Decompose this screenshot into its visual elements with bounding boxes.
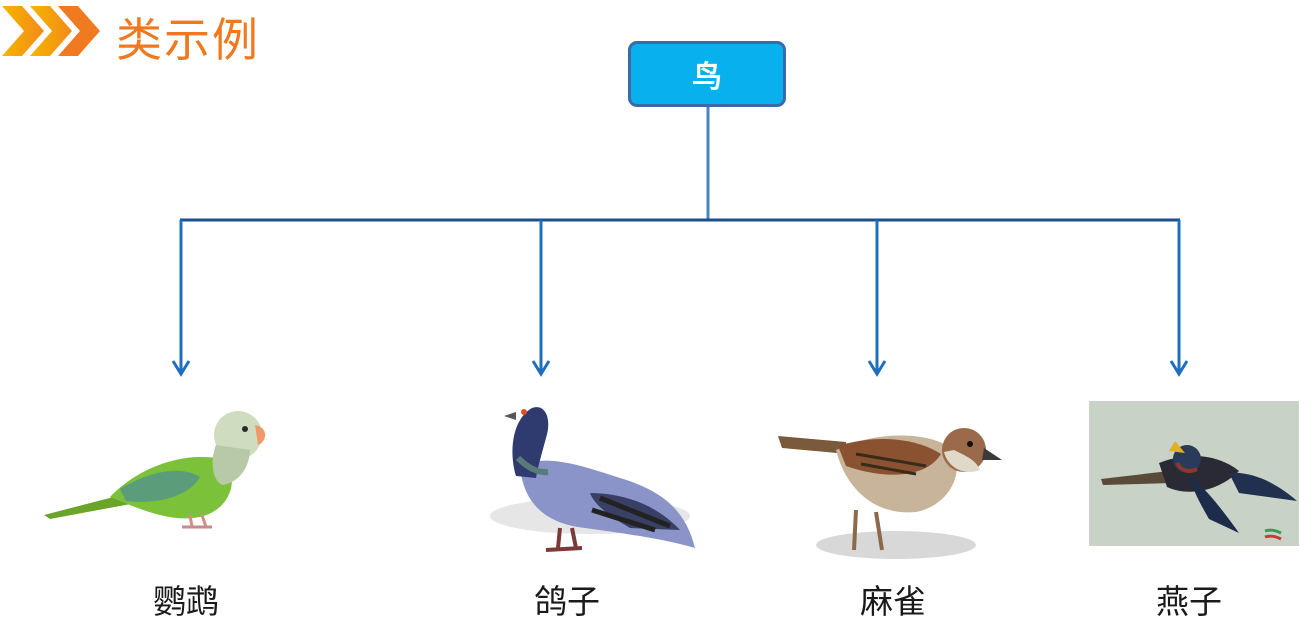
pigeon-illustration bbox=[480, 398, 705, 558]
arrowhead-pigeon bbox=[531, 360, 551, 377]
root-node-label: 鸟 bbox=[692, 60, 722, 95]
root-node: 鸟 bbox=[628, 41, 786, 107]
slide-header: 类示例 bbox=[0, 0, 300, 67]
swallow-label: 燕子 bbox=[1156, 582, 1222, 621]
triple-chevron-icon bbox=[2, 6, 100, 56]
arrowhead-swallow bbox=[1169, 360, 1189, 377]
arrowhead-parrot bbox=[171, 360, 191, 377]
parrot-label: 鹦鹉 bbox=[153, 582, 219, 621]
slide-title: 类示例 bbox=[116, 13, 260, 67]
pigeon-label: 鸽子 bbox=[534, 582, 600, 621]
parrot-illustration bbox=[40, 405, 270, 535]
sparrow-label: 麻雀 bbox=[860, 582, 926, 621]
sparrow-illustration bbox=[776, 420, 1011, 565]
swallow-photo bbox=[1089, 401, 1299, 546]
arrowhead-sparrow bbox=[867, 360, 887, 377]
